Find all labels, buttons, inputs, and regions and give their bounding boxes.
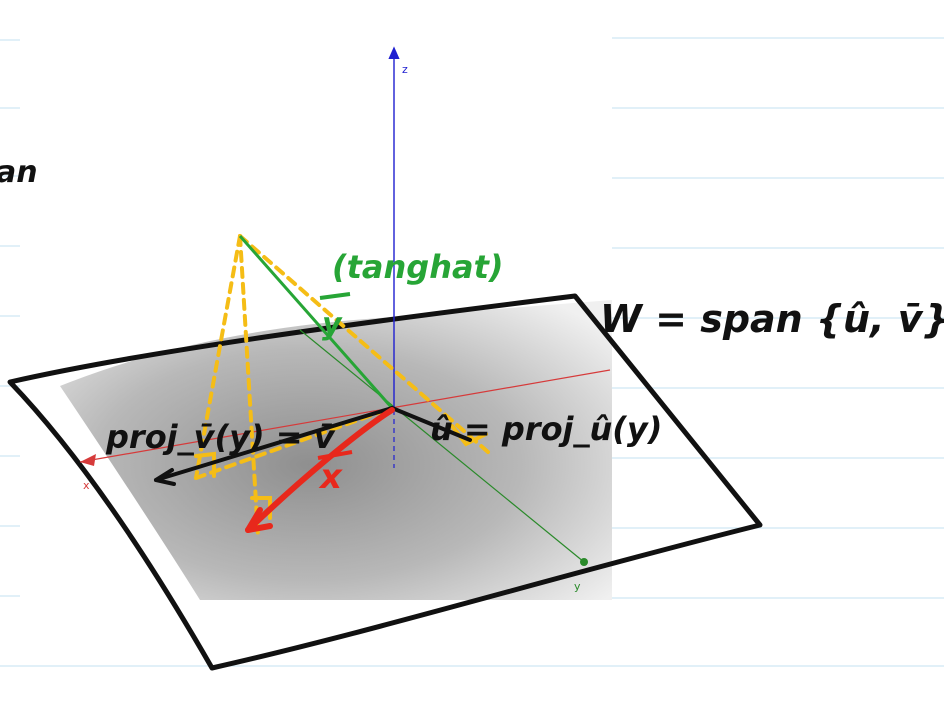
- plane-outline: [7, 293, 763, 671]
- x-vector-bar: [317, 450, 353, 460]
- y-axis-label: y: [574, 580, 581, 593]
- ruled-lines: [0, 37, 944, 667]
- vector-x: [245, 407, 395, 533]
- y-vector-bar: [319, 292, 351, 300]
- tangent-label: (tanghat): [332, 248, 504, 286]
- vector-y: [238, 235, 394, 409]
- projection-lines: [194, 234, 490, 538]
- x-axis-label: x: [83, 479, 90, 492]
- fragment-text: an: [0, 155, 38, 190]
- y-vector-label: y: [322, 307, 343, 342]
- projection-vectors: [154, 406, 472, 486]
- z-axis-label: z: [402, 63, 408, 76]
- plane-span-label: W = span {û, v̄}: [600, 297, 944, 341]
- x-vector-label: x: [318, 457, 343, 497]
- y-axis-line: [299, 329, 585, 563]
- proj-v-label: proj_v̄(y) = v̄: [105, 418, 336, 456]
- proj-u-label: û = proj_û(y): [430, 410, 662, 448]
- x-axis-arrow: [80, 454, 96, 466]
- x-axis-line: [79, 369, 611, 463]
- y-axis-dot: [580, 558, 588, 566]
